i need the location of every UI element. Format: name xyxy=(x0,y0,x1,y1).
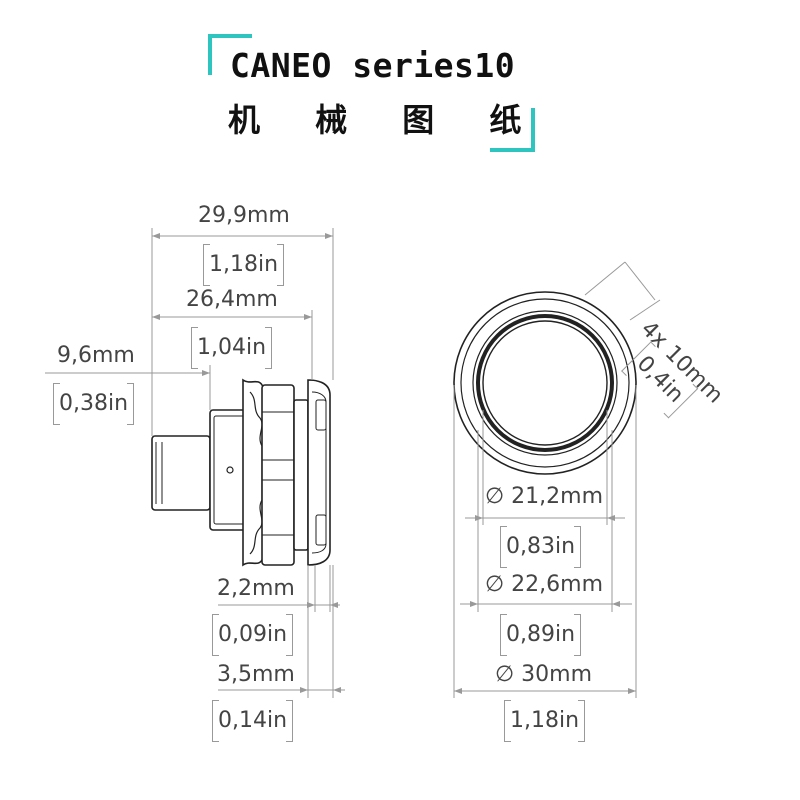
body-length-mm: 26,4mm xyxy=(186,287,278,312)
outer-ring xyxy=(453,291,637,475)
front-flange xyxy=(307,379,331,566)
stem-length-in: 0,38in xyxy=(52,383,135,425)
title-bracket-bottom-right xyxy=(490,108,535,152)
side-view xyxy=(151,378,331,567)
overall-length-mm: 29,9mm xyxy=(198,203,290,228)
front-view-dimension-lines xyxy=(453,261,661,698)
collar xyxy=(293,399,309,551)
outer-diameter-mm: 30mm xyxy=(521,662,593,687)
inner-diameter-label: ∅ 21,2mm xyxy=(485,486,603,508)
diameter-symbol: ∅ xyxy=(485,572,505,597)
body-length-in: 1,04in xyxy=(190,327,273,369)
drawing-title: CANEO series10 xyxy=(230,46,516,85)
side-view-dimension-lines xyxy=(45,228,345,698)
outer-diameter-in: 1,18in xyxy=(503,700,586,742)
title-bracket-top-left xyxy=(208,34,252,75)
flange-thickness-mm: 2,2mm xyxy=(217,576,295,601)
side-view-arrowheads xyxy=(152,233,341,693)
mid-ring xyxy=(476,314,614,452)
front-view xyxy=(453,291,637,475)
diameter-symbol: ∅ xyxy=(495,662,515,687)
front-view-arrowheads xyxy=(454,515,636,694)
outer-diameter-label: ∅ 30mm xyxy=(495,664,592,686)
overall-length-in: 1,18in xyxy=(202,244,285,286)
flange-thickness-in: 0,09in xyxy=(211,614,294,656)
mid-diameter-label: ∅ 22,6mm xyxy=(485,574,603,596)
inner-diameter-mm: 21,2mm xyxy=(511,484,604,509)
stem-length-mm: 9,6mm xyxy=(57,343,135,368)
mid-diameter-mm: 22,6mm xyxy=(511,572,604,597)
stem xyxy=(151,435,211,511)
inner-diameter-in: 0,83in xyxy=(499,526,582,568)
front-thickness-in: 0,14in xyxy=(211,700,294,742)
mid-diameter-in: 0,89in xyxy=(499,614,582,656)
front-thickness-mm: 3,5mm xyxy=(217,662,295,687)
inner-ring xyxy=(482,320,608,446)
diameter-symbol: ∅ xyxy=(485,484,505,509)
drawing-subtitle: 机 械 图 纸 xyxy=(228,101,544,139)
